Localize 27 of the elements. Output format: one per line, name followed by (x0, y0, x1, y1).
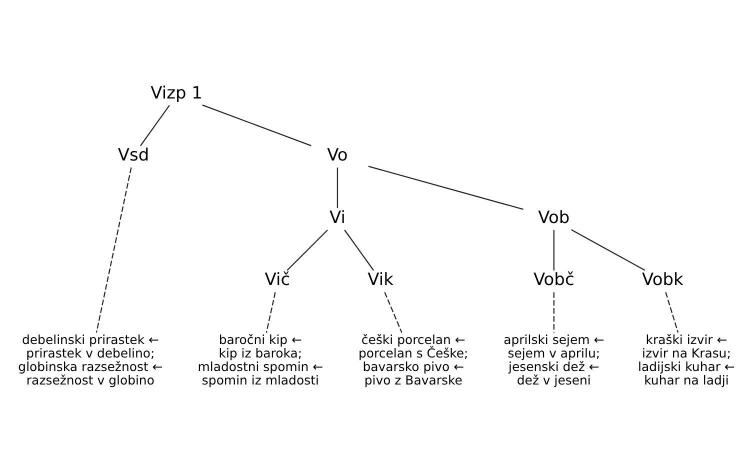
connector (344, 230, 374, 271)
node-text: češki porcelan ← porcelan s Češke; bavarsko pivo ← pivo z Bavarske (358, 332, 468, 388)
node-text: Vo (327, 146, 348, 166)
connector (571, 229, 646, 271)
node-text: Vsd (118, 146, 150, 166)
node-text: Vič (264, 270, 290, 290)
connector (286, 230, 328, 271)
connector (368, 166, 524, 210)
connector (553, 292, 554, 333)
connector (384, 292, 402, 333)
node-text: Vobk (642, 270, 684, 290)
connector (96, 168, 132, 333)
node-text: Vizp 1 (150, 83, 203, 104)
node-text: debelinski prirastek ← prirastek v debelino; globinska razsežnost ← razsežnost v globino (18, 332, 163, 388)
node-text: Vik (368, 270, 394, 290)
node-text: kraški izvir ← izvir na Krasu; ladijski kuhar ← kuhar na ladji (638, 332, 735, 388)
connector (202, 104, 312, 146)
node-text: Vi (329, 208, 346, 228)
connector (140, 105, 170, 146)
connector (665, 292, 679, 333)
connector (553, 230, 554, 270)
connector (336, 168, 338, 208)
connector (266, 292, 276, 333)
node-text: baročni kip ← kip iz baroka; mladostni spomin ← spomin iz mladosti (198, 332, 324, 388)
node-text: Vobč (533, 270, 574, 290)
node-text: Vob (538, 208, 570, 228)
node-text: aprilski sejem ← sejem v aprilu; jesenski dež ← dež v jeseni (504, 332, 604, 388)
